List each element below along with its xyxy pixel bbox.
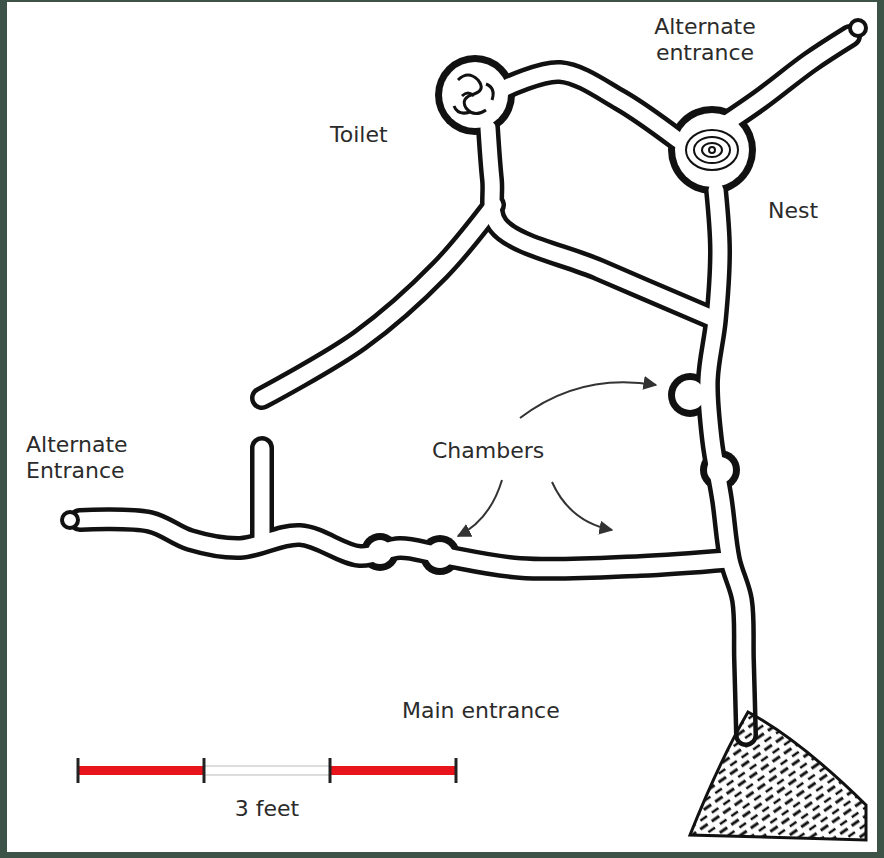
chamber-interior (442, 62, 508, 128)
chamber-label: Chambers (432, 438, 582, 464)
chamber-wall (435, 55, 515, 135)
chamber-interior (427, 542, 453, 568)
tunnel-wall (80, 519, 728, 569)
scale-label: 3 feet (212, 796, 322, 822)
tunnel-interior (708, 190, 746, 735)
tunnel-network (80, 36, 850, 735)
entrance-label: Main entrance (402, 698, 602, 724)
entrance-hole (850, 20, 866, 36)
room-label: Nest (768, 198, 858, 224)
tunnel-interior (80, 519, 728, 569)
entrance-hole (62, 512, 78, 528)
tunnel-wall (505, 72, 678, 140)
chamber-interior (707, 457, 733, 483)
toilet-scribble (454, 75, 493, 114)
room-label: Toilet (330, 122, 430, 148)
main-entrance-mound (690, 712, 866, 840)
chamber-interior (675, 380, 705, 410)
tunnel-interior (262, 205, 494, 398)
background-panel (7, 2, 877, 852)
tunnel-interior (505, 72, 678, 140)
entrance-label: Alternate Entrance (26, 432, 166, 484)
scale-bar (78, 758, 456, 783)
tunnel-wall (262, 205, 494, 398)
tunnel-interior (255, 448, 270, 540)
chamber-interior (368, 540, 392, 564)
nest-swirl (686, 130, 738, 170)
chamber-interior (675, 113, 749, 187)
tunnel-wall (708, 190, 746, 735)
tunnel-wall (250, 448, 274, 540)
entrance-label: Alternate entrance (640, 14, 770, 66)
